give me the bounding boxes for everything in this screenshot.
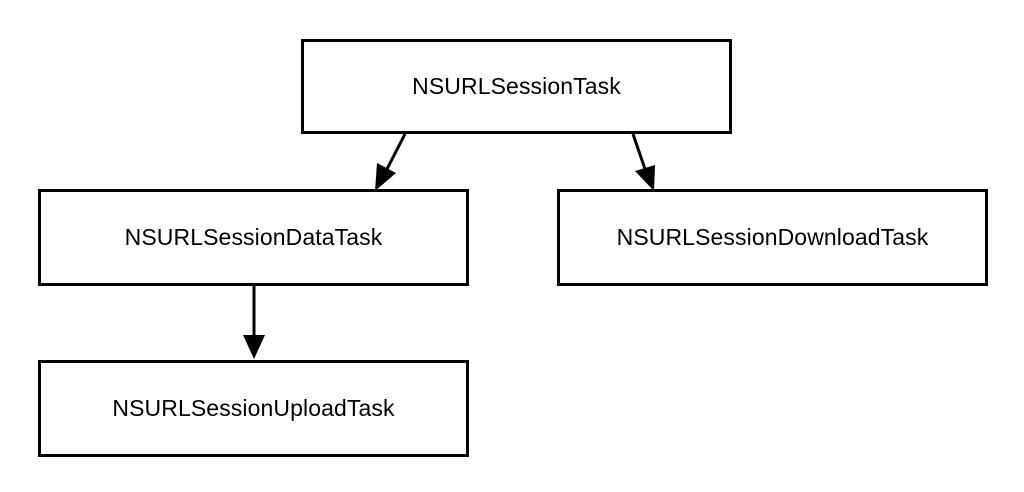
- arrowhead: [375, 163, 396, 191]
- node-nsurlsessionuploadtask: NSURLSessionUploadTask: [38, 360, 469, 457]
- arrowhead: [243, 335, 265, 359]
- arrow-line: [385, 133, 407, 170]
- node-label: NSURLSessionUploadTask: [112, 395, 395, 421]
- arrow-data-task-to-upload-task: [243, 286, 265, 359]
- node-label: NSURLSessionTask: [412, 73, 621, 99]
- arrow-root-to-data-task: [375, 133, 407, 191]
- node-nsurlsessiondatatask: NSURLSessionDataTask: [38, 189, 469, 286]
- node-nsurlsessiontask: NSURLSessionTask: [301, 39, 732, 134]
- node-label: NSURLSessionDownloadTask: [616, 224, 929, 250]
- arrow-root-to-download-task: [631, 133, 655, 191]
- arrowhead: [635, 165, 655, 191]
- arrow-line: [631, 133, 647, 170]
- node-label: NSURLSessionDataTask: [124, 224, 383, 250]
- node-nsurlsessiondownloadtask: NSURLSessionDownloadTask: [557, 189, 988, 286]
